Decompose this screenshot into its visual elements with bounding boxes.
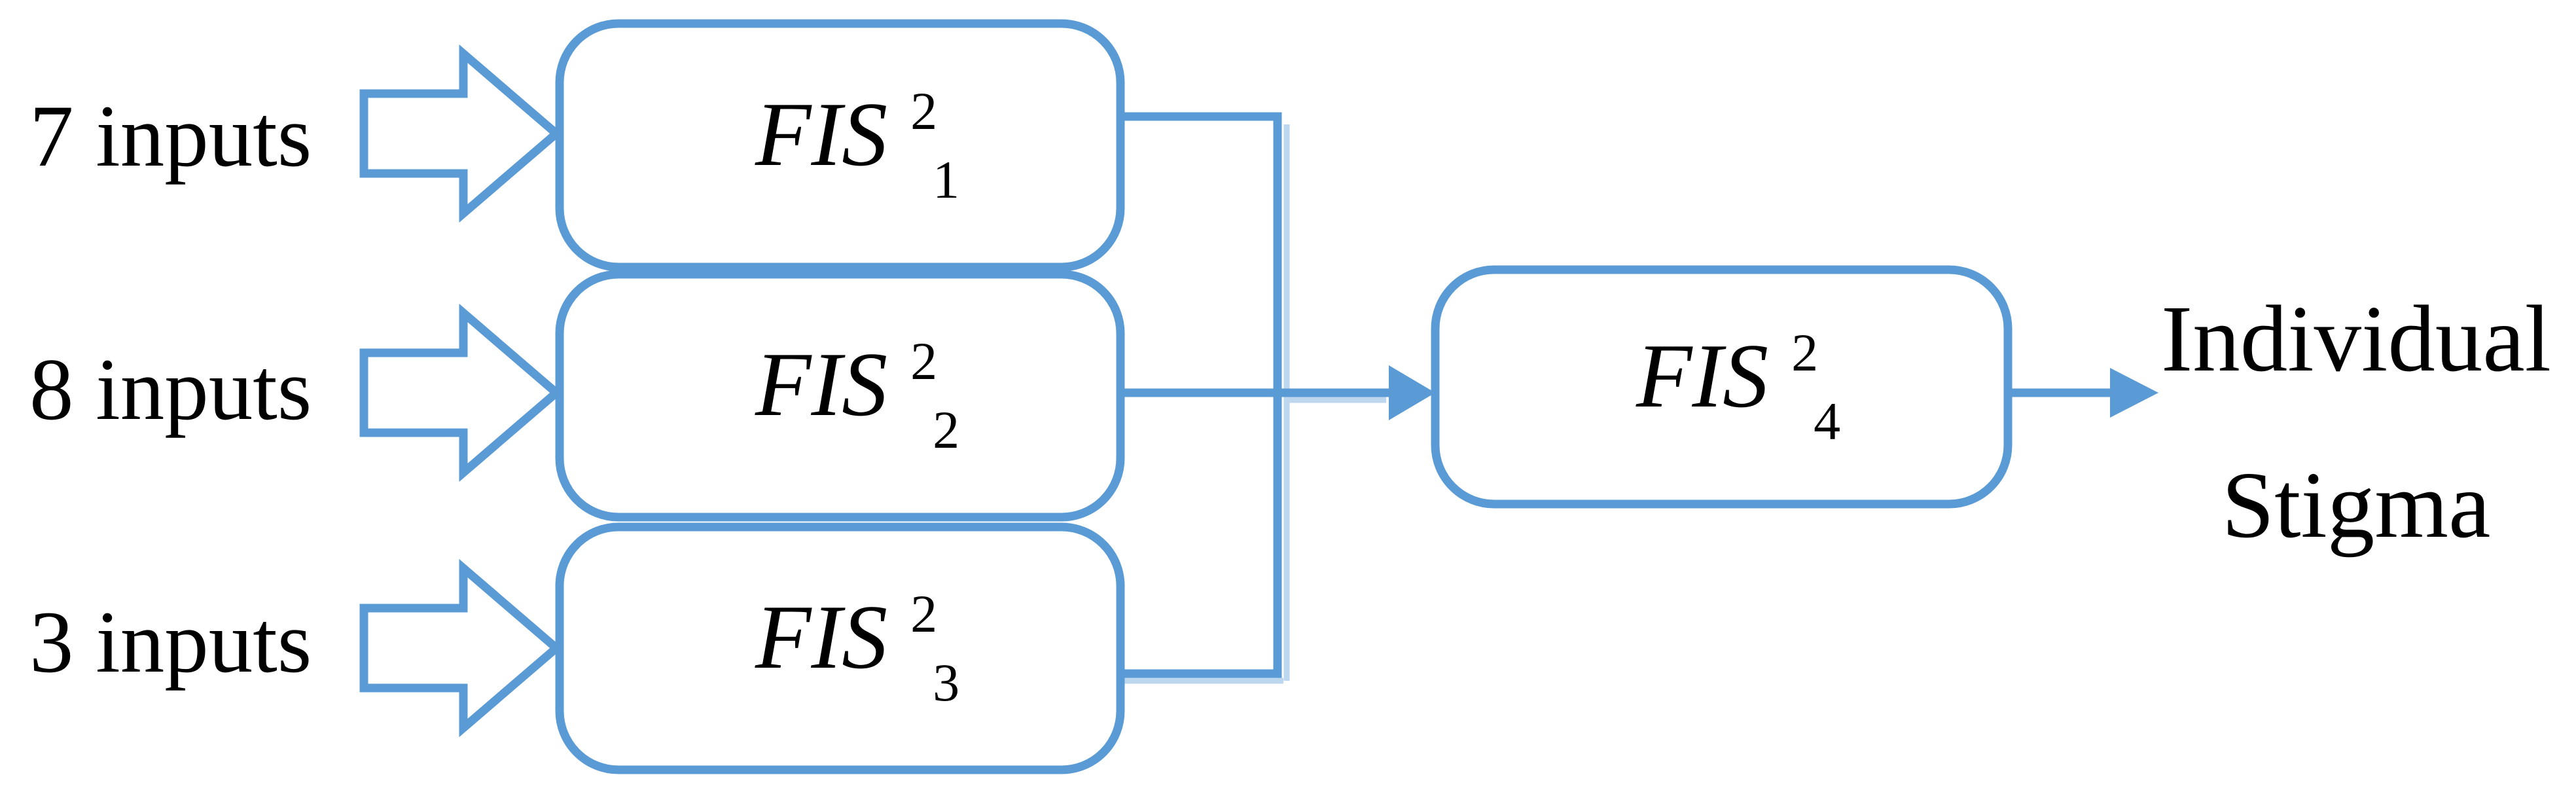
fis3-box — [555, 522, 1125, 774]
fis3-sup: 2 — [910, 584, 937, 643]
fis4-box — [1431, 265, 2012, 509]
fis1-box — [555, 19, 1125, 272]
fis3-base: FIS — [755, 587, 887, 688]
connector-shadow-group — [1124, 124, 1386, 684]
fis1-sup: 2 — [910, 81, 937, 141]
fis-box-group — [555, 19, 2012, 774]
block-arrow-icon-row2 — [359, 303, 563, 482]
fis4-label: FIS 2 4 — [1636, 289, 1841, 451]
arrowhead-into-fis4-icon — [1389, 365, 1435, 420]
fis4-sup: 2 — [1791, 323, 1818, 382]
fis4-sub: 4 — [1814, 391, 1840, 451]
connector-group — [1120, 112, 2111, 678]
fis1-sub: 1 — [933, 150, 959, 209]
output-label-line1: Individual — [2161, 287, 2551, 391]
output-label: Individual Stigma — [2161, 287, 2551, 558]
input-label-8-inputs: 8 inputs — [29, 341, 312, 439]
arrowhead-to-output-icon — [2110, 368, 2158, 418]
fis3-label: FIS 2 3 — [755, 551, 960, 712]
input-label-3-inputs: 3 inputs — [29, 594, 312, 691]
block-arrow-icon-row1 — [359, 44, 563, 223]
fis2-label: FIS 2 2 — [755, 298, 960, 460]
fis1-base: FIS — [755, 84, 887, 185]
fis4-base: FIS — [1636, 325, 1768, 427]
block-arrow-group — [359, 44, 563, 738]
fis3-sub: 3 — [933, 653, 959, 712]
fis2-box — [555, 270, 1125, 522]
fis2-sup: 2 — [910, 331, 937, 391]
input-label-7-inputs: 7 inputs — [29, 88, 312, 185]
fis1-label: FIS 2 1 — [755, 48, 960, 209]
output-label-line2: Stigma — [2222, 453, 2491, 558]
fis2-sub: 2 — [933, 400, 959, 460]
fis2-base: FIS — [755, 334, 887, 435]
block-arrow-icon-row3 — [359, 558, 563, 738]
